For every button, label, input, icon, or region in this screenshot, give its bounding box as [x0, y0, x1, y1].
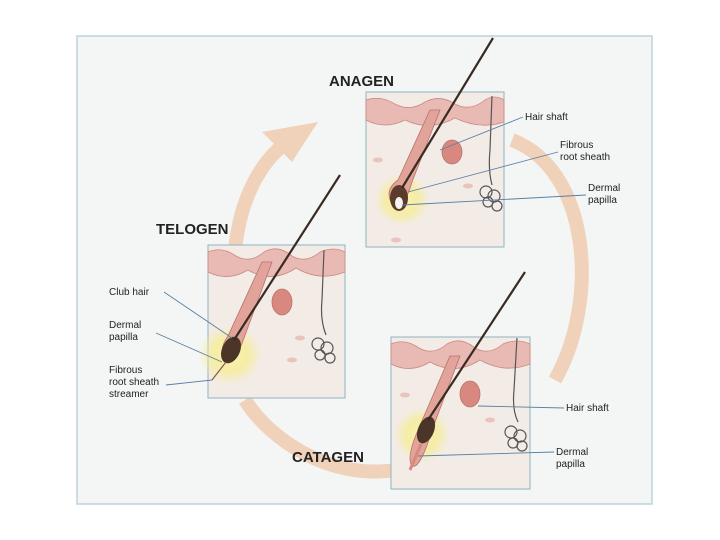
catagen-sweat-duct [512, 337, 519, 423]
catagen-tissue-speck [485, 417, 495, 423]
catagen-leader-hair-shaft [477, 405, 565, 409]
anagen-label-dermal: Dermal [588, 183, 620, 194]
anagen-sweat-gland [479, 185, 503, 212]
anagen-title: ANAGEN [329, 73, 394, 90]
anagen-leader-root-sheath [407, 151, 559, 193]
catagen-label-dermal: Dermal [556, 447, 588, 458]
telogen-sweat-duct [320, 249, 327, 336]
telogen-label-fibrous: Fibrous [109, 365, 142, 376]
telogen-leader-club-hair [163, 291, 233, 339]
page-background [76, 35, 653, 505]
anagen-sweat-duct [488, 95, 493, 186]
catagen-hair-shaft [427, 271, 526, 421]
anagen-tissue-speck [391, 237, 401, 243]
telogen-label-club-hair: Club hair [109, 287, 150, 298]
anagen-sebaceous-gland [441, 139, 463, 165]
catagen-title: CATAGEN [292, 449, 364, 466]
anagen-tissue-speck [463, 183, 473, 189]
anagen-panel [365, 37, 505, 248]
anagen-label-fibrous: Fibrous [560, 140, 593, 151]
anagen-label-root-sheath: root sheath [560, 152, 610, 163]
anagen-label-hair-shaft: Hair shaft [525, 112, 568, 123]
telogen-label-streamer: streamer [109, 389, 149, 400]
telogen-label-root-sheath: root sheath [109, 377, 159, 388]
catagen-label-hair-shaft: Hair shaft [566, 403, 609, 414]
telogen-root-sheath-streamer [211, 361, 227, 381]
anagen-hair-shaft [401, 37, 494, 189]
telogen-leader-papilla [155, 332, 223, 363]
anagen-label-papilla: papilla [588, 195, 617, 206]
catagen-epithelial-strand [408, 443, 423, 471]
telogen-sweat-gland [311, 337, 336, 364]
cycle-arrowhead [262, 122, 318, 162]
telogen-sebaceous-gland [271, 288, 293, 316]
anagen-dermal-papilla [395, 197, 403, 209]
anagen-tissue-speck [373, 157, 383, 163]
telogen-tissue-speck [295, 335, 305, 341]
cycle-arrow [228, 122, 589, 479]
anagen-leader-hair-shaft [439, 116, 524, 151]
telogen-title: TELOGEN [156, 221, 229, 238]
catagen-sweat-gland [504, 425, 528, 452]
telogen-tissue-speck [287, 357, 297, 363]
catagen-panel [390, 271, 531, 490]
anagen-leader-papilla [401, 194, 587, 206]
catagen-leader-papilla [417, 451, 555, 457]
catagen-skin-surface [390, 340, 531, 369]
telogen-club-hair [220, 336, 242, 364]
telogen-hair-shaft [233, 174, 341, 341]
telogen-leader-streamer [165, 379, 213, 386]
catagen-sebaceous-gland [459, 380, 481, 408]
telogen-label-papilla: papilla [109, 332, 138, 343]
catagen-hair-bulb [416, 416, 436, 444]
catagen-tissue-speck [400, 392, 410, 398]
catagen-label-papilla: papilla [556, 459, 585, 470]
telogen-label-dermal: Dermal [109, 320, 141, 331]
